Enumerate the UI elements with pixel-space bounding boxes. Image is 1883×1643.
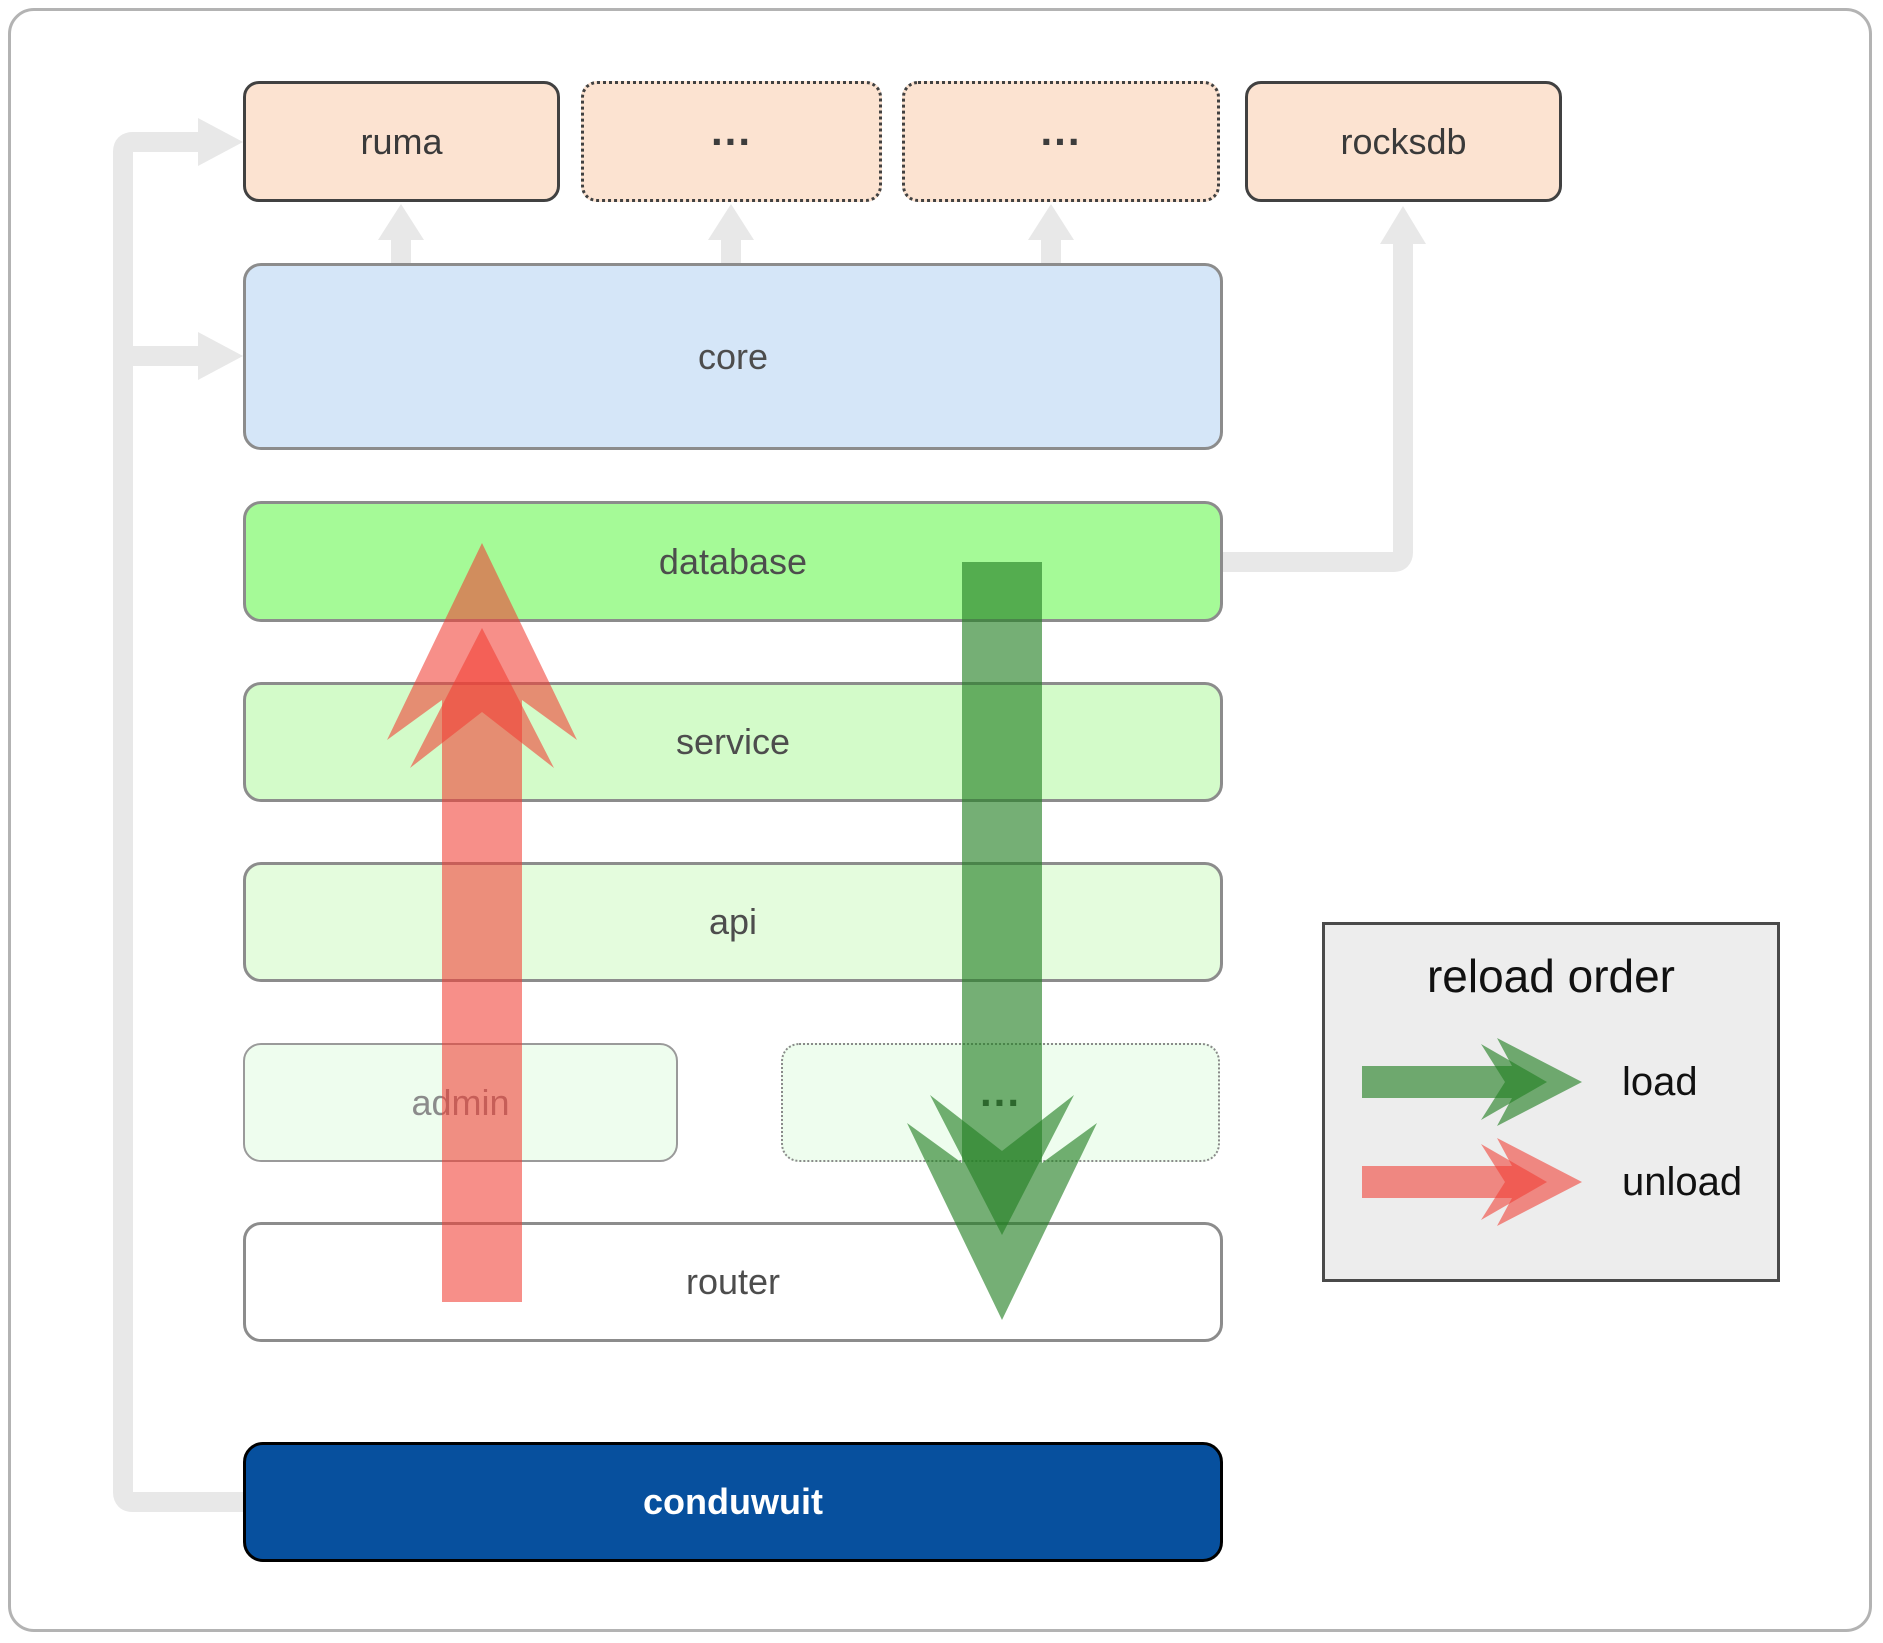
node-ellipsis-admin-row: ...	[781, 1043, 1220, 1162]
node-conduwuit: conduwuit	[243, 1442, 1223, 1562]
node-api-label: api	[708, 901, 758, 942]
node-ruma-label: ruma	[360, 120, 443, 162]
legend-unload-label: unload	[1622, 1160, 1743, 1204]
diagram-frame	[8, 8, 1872, 1632]
node-core-label: core	[697, 335, 769, 377]
node-admin: admin	[243, 1043, 678, 1162]
node-api: api	[243, 862, 1223, 982]
node-database-label: database	[658, 540, 808, 582]
node-ellipsis-admin-row-label: ...	[979, 1067, 1021, 1115]
node-core: core	[243, 263, 1223, 450]
node-ellipsis-top-1-label: ...	[710, 106, 752, 154]
node-conduwuit-label: conduwuit	[643, 1481, 823, 1522]
node-rocksdb: rocksdb	[1245, 81, 1562, 202]
node-admin-label: admin	[411, 1081, 510, 1123]
node-service: service	[243, 682, 1223, 802]
node-rocksdb-label: rocksdb	[1340, 120, 1467, 162]
legend-title: reload order	[1426, 950, 1676, 1002]
legend-load-label: load	[1622, 1060, 1698, 1104]
node-ellipsis-top-2-label: ...	[1040, 106, 1082, 154]
node-database: database	[243, 501, 1223, 622]
node-service-label: service	[675, 721, 791, 762]
legend-box: reload order	[1322, 922, 1780, 1282]
node-router-label: router	[685, 1261, 781, 1302]
node-ellipsis-top-1: ...	[581, 81, 882, 202]
node-ruma: ruma	[243, 81, 560, 202]
node-router: router	[243, 1222, 1223, 1342]
node-ellipsis-top-2: ...	[902, 81, 1220, 202]
